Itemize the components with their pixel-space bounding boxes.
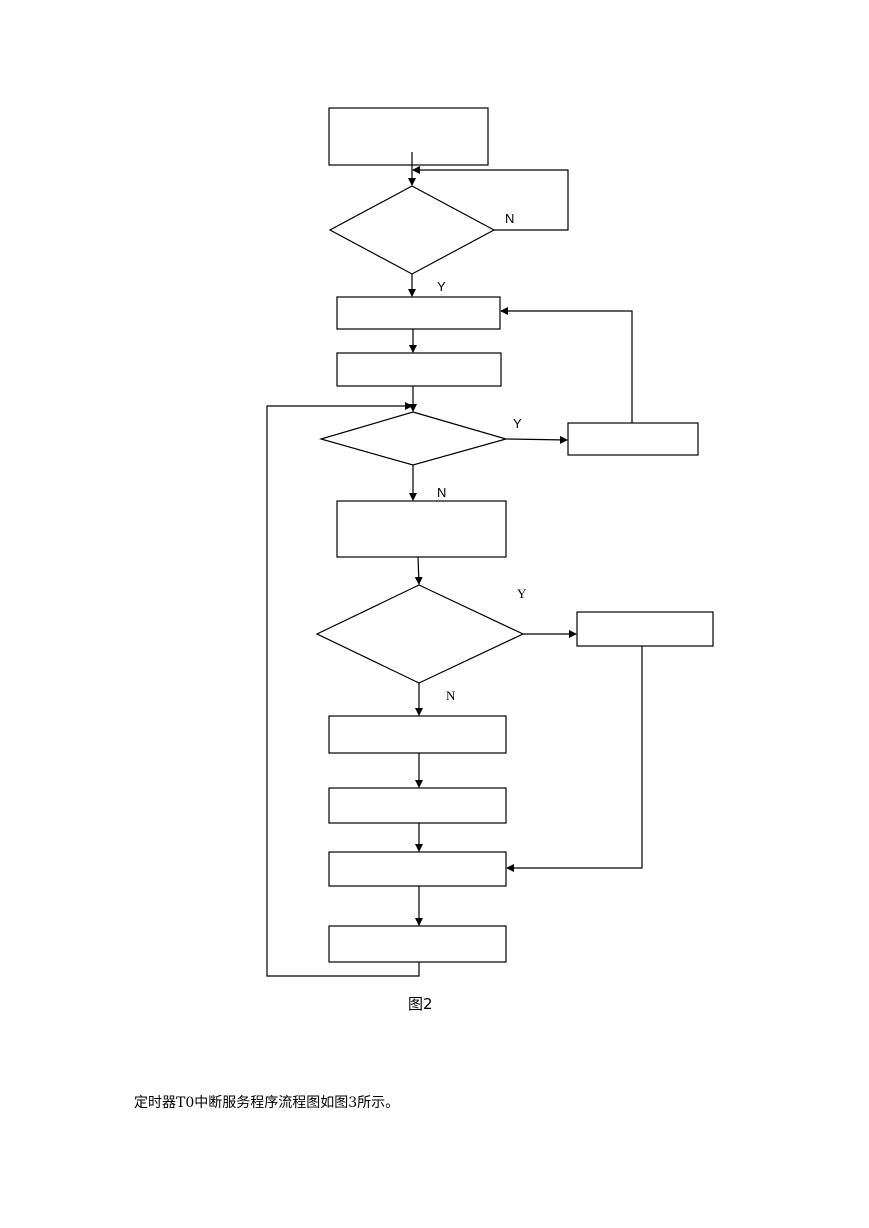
connector-side1-back: [500, 307, 633, 423]
process-box-side-1: [567, 422, 699, 456]
process-box-7: [328, 715, 507, 754]
connector-side2-down: [506, 646, 643, 872]
decision-diamond-2: [318, 411, 509, 466]
body-paragraph: 定时器T0中断服务程序流程图如图3所示。: [134, 1095, 400, 1111]
process-box-2: [336, 296, 501, 330]
process-box-start: [328, 107, 489, 166]
process-box-10: [328, 925, 507, 963]
figure-caption: 图2: [408, 995, 433, 1013]
label-d1-no: N: [505, 211, 514, 226]
connector-loop-back: [266, 402, 420, 977]
label-d2-no: N: [437, 485, 446, 500]
connector-d2-yes: [505, 435, 568, 444]
connector-d1-no-loop: [412, 166, 569, 231]
decision-diamond-3: [315, 584, 525, 684]
process-box-side-2: [576, 611, 714, 647]
label-d2-yes: Y: [513, 416, 522, 431]
label-d3-yes: Y: [517, 586, 527, 601]
process-box-3: [336, 352, 502, 387]
process-box-5: [336, 500, 507, 558]
connector-box5-to-d3: [414, 556, 423, 585]
label-d1-yes: Y: [437, 279, 446, 294]
process-box-9: [328, 851, 507, 887]
decision-diamond-1: [328, 185, 496, 275]
label-d3-no: N: [446, 688, 456, 703]
process-box-8: [328, 787, 507, 824]
